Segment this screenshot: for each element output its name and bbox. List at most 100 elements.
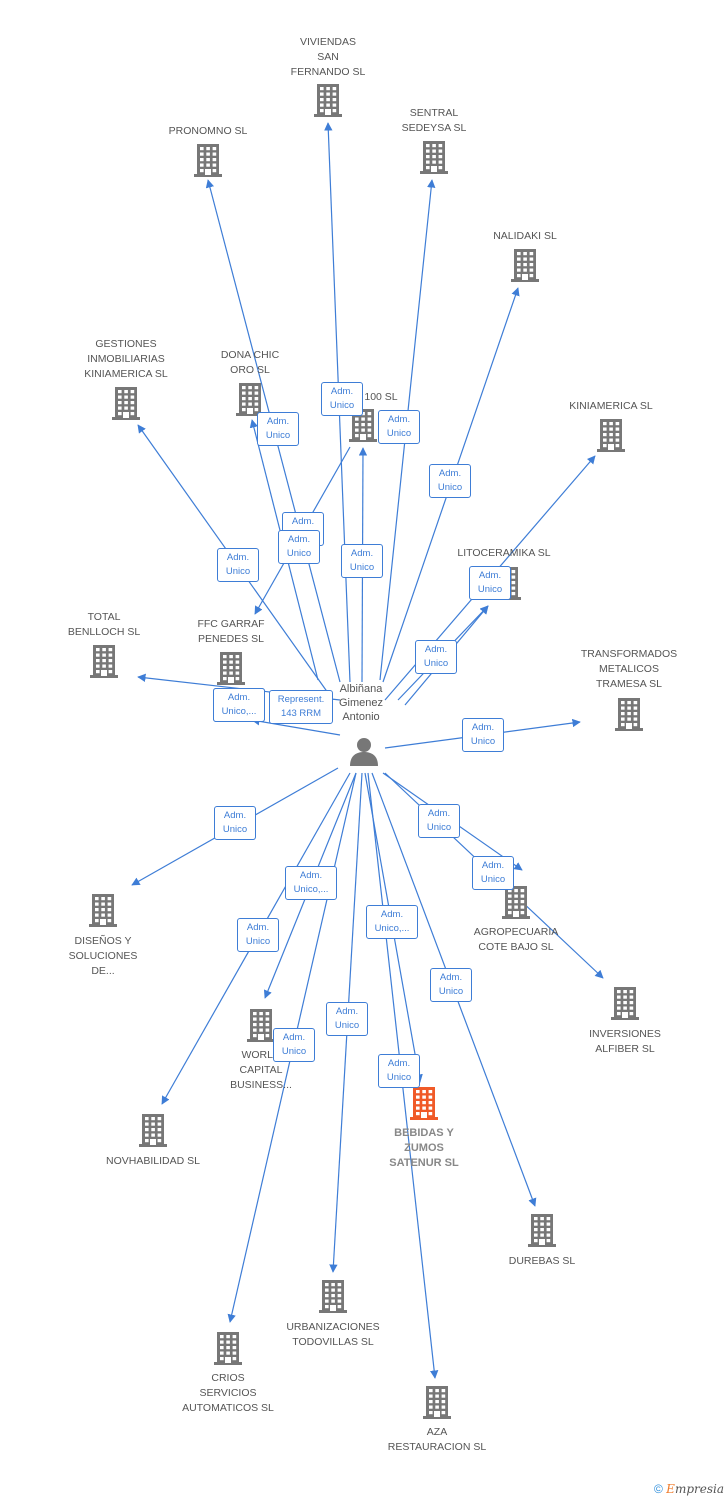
company-node-nalidaki[interactable]: [460, 248, 590, 282]
edge-label-1[interactable]: Adm. Unico: [378, 410, 420, 444]
company-name: SENTRAL SEDEYSA SL: [401, 107, 467, 134]
building-icon: [314, 84, 342, 117]
company-node-ffc[interactable]: [166, 651, 296, 685]
edge-label-2[interactable]: Adm. Unico: [257, 412, 299, 446]
company-name: 100 SL: [364, 391, 398, 403]
company-label-disenos[interactable]: DISEÑOS Y SOLUCIONES DE...: [38, 934, 168, 979]
company-label-crios[interactable]: CRIOS SERVICIOS AUTOMATICOS SL: [163, 1371, 293, 1416]
edge-label-20[interactable]: Adm. Unico: [430, 968, 472, 1002]
building-icon: [90, 645, 118, 678]
company-node-crios[interactable]: [163, 1331, 293, 1365]
company-node-sentral[interactable]: [369, 140, 499, 174]
company-name: DISEÑOS Y SOLUCIONES DE...: [68, 935, 138, 977]
empresia-logo[interactable]: Empresia: [666, 1482, 724, 1496]
building-icon: [502, 886, 530, 919]
company-label-kiniamerica[interactable]: KINIAMERICA SL: [546, 399, 676, 414]
edge-label-9[interactable]: Adm. Unico: [278, 530, 320, 564]
edge-label-6[interactable]: Adm. Unico: [341, 544, 383, 578]
building-icon: [247, 1009, 275, 1042]
company-node-total[interactable]: [39, 644, 169, 678]
company-name: AZA RESTAURACION SL: [387, 1426, 487, 1453]
company-node-durebas[interactable]: [477, 1213, 607, 1247]
building-icon: [319, 1280, 347, 1313]
edge-label-16[interactable]: Adm. Unico: [472, 856, 514, 890]
company-name: PRONOMNO SL: [168, 125, 248, 137]
edge-label-4[interactable]: Adm. Unico: [217, 548, 259, 582]
company-name: TRANSFORMADOS METALICOS TRAMESA SL: [580, 648, 678, 690]
building-icon: [217, 652, 245, 685]
building-icon: [423, 1386, 451, 1419]
company-label-viviendas[interactable]: VIVIENDAS SAN FERNANDO SL: [263, 35, 393, 80]
company-label-ffc[interactable]: FFC GARRAF PENEDES SL: [166, 617, 296, 647]
company-label-novhabilidad[interactable]: NOVHABILIDAD SL: [88, 1154, 218, 1169]
company-name: NALIDAKI SL: [493, 230, 557, 242]
company-label-inversiones[interactable]: INVERSIONES ALFIBER SL: [560, 1027, 690, 1057]
company-node-gestiones[interactable]: [61, 386, 191, 420]
company-name: DONA CHIC ORO SL: [220, 349, 280, 376]
company-name: DUREBAS SL: [508, 1255, 576, 1267]
edge-label-13[interactable]: Adm. Unico: [462, 718, 504, 752]
company-node-world[interactable]: [196, 1008, 326, 1042]
company-label-world[interactable]: WORLD CAPITAL BUSINESS...: [196, 1048, 326, 1093]
company-label-urbanizaciones[interactable]: URBANIZACIONES TODOVILLAS SL: [268, 1320, 398, 1350]
company-label-nalidaki[interactable]: NALIDAKI SL: [460, 229, 590, 244]
company-node-transformados[interactable]: [564, 697, 694, 731]
building-icon: [349, 409, 377, 442]
building-icon: [528, 1214, 556, 1247]
company-node-disenos[interactable]: [38, 893, 168, 927]
company-node-kiniamerica[interactable]: [546, 418, 676, 452]
company-name: TOTAL BENLLOCH SL: [67, 611, 141, 638]
company-label-total[interactable]: TOTAL BENLLOCH SL: [39, 610, 169, 640]
company-label-c100[interactable]: 100 SL: [316, 390, 446, 405]
company-name: WORLD CAPITAL BUSINESS...: [230, 1049, 292, 1091]
edge-label-8[interactable]: Adm. Unico: [415, 640, 457, 674]
building-icon: [615, 698, 643, 731]
company-node-aza[interactable]: [372, 1385, 502, 1419]
building-icon: [511, 249, 539, 282]
edge-label-23[interactable]: Adm. Unico: [378, 1054, 420, 1088]
company-node-agropecuaria[interactable]: [451, 885, 581, 919]
building-icon: [194, 144, 222, 177]
company-name: FFC GARRAF PENEDES SL: [197, 618, 265, 645]
company-name: GESTIONES INMOBILIARIAS KINIAMERICA SL: [84, 338, 168, 380]
edge-label-17[interactable]: Adm. Unico,...: [285, 866, 337, 900]
company-label-aza[interactable]: AZA RESTAURACION SL: [372, 1425, 502, 1455]
building-icon: [597, 419, 625, 452]
person-node[interactable]: [348, 735, 380, 772]
company-node-urbanizaciones[interactable]: [268, 1279, 398, 1313]
company-label-durebas[interactable]: DUREBAS SL: [477, 1254, 607, 1269]
company-label-litoceramika[interactable]: LITOCERAMIKA SL: [439, 546, 569, 561]
edge-label-21[interactable]: Adm. Unico: [326, 1002, 368, 1036]
company-label-gestiones[interactable]: GESTIONES INMOBILIARIAS KINIAMERICA SL: [61, 337, 191, 382]
company-label-donachic[interactable]: DONA CHIC ORO SL: [185, 348, 315, 378]
company-label-agropecuaria[interactable]: AGROPECUARIA COTE BAJO SL: [451, 925, 581, 955]
edge-label-19[interactable]: Adm. Unico,...: [366, 905, 418, 939]
company-label-sentral[interactable]: SENTRAL SEDEYSA SL: [369, 106, 499, 136]
company-label-transformados[interactable]: TRANSFORMADOS METALICOS TRAMESA SL: [564, 647, 694, 692]
company-node-pronomno[interactable]: [143, 143, 273, 177]
company-label-bebidas[interactable]: BEBIDAS Y ZUMOS SATENUR SL: [359, 1126, 489, 1171]
person-name: Albiñana Gimenez Antonio: [338, 683, 384, 723]
company-node-viviendas[interactable]: [263, 83, 393, 117]
company-name: CRIOS SERVICIOS AUTOMATICOS SL: [182, 1372, 274, 1414]
company-node-c100[interactable]: [298, 408, 428, 442]
company-name: KINIAMERICA SL: [569, 400, 653, 412]
company-name: INVERSIONES ALFIBER SL: [589, 1028, 661, 1055]
edge-label-12[interactable]: Represent. 143 RRM: [269, 690, 333, 724]
company-label-pronomno[interactable]: PRONOMNO SL: [143, 124, 273, 139]
company-node-bebidas[interactable]: [359, 1086, 489, 1120]
edge-label-0[interactable]: Adm. Unico: [321, 382, 363, 416]
edge-label-3[interactable]: Adm. Unico: [429, 464, 471, 498]
company-node-inversiones[interactable]: [560, 986, 690, 1020]
edge-label-7[interactable]: Adm. Unico: [469, 566, 511, 600]
company-node-donachic[interactable]: [185, 382, 315, 416]
company-name: AGROPECUARIA COTE BAJO SL: [473, 926, 559, 953]
copyright-symbol: ©: [653, 1482, 663, 1496]
edge-label-11[interactable]: Adm. Unico,...: [213, 688, 265, 722]
edge-label-14[interactable]: Adm. Unico: [214, 806, 256, 840]
edge-label-22[interactable]: Adm. Unico: [273, 1028, 315, 1062]
edge-label-15[interactable]: Adm. Unico: [418, 804, 460, 838]
company-node-novhabilidad[interactable]: [88, 1113, 218, 1147]
edge-label-18[interactable]: Adm. Unico: [237, 918, 279, 952]
